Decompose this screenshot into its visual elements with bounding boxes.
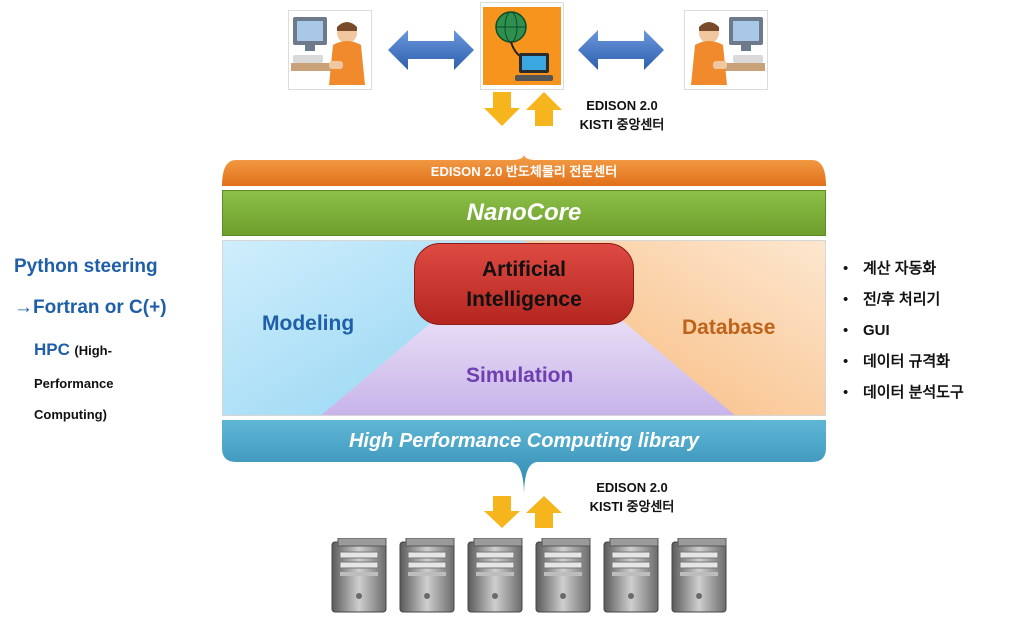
feature-label: 데이터 분석도구 <box>863 384 964 401</box>
server-tower-icon <box>467 537 523 613</box>
hpc-detail-2: Performance <box>34 376 114 391</box>
up-arrow-icon <box>526 496 562 528</box>
top-caption-line1: EDISON 2.0 <box>586 98 658 113</box>
ai-pill: Artificial Intelligence <box>414 243 634 325</box>
double-arrow-left-icon <box>388 30 474 70</box>
nanocore-label: NanoCore <box>466 199 582 226</box>
feature-list: •계산 자동화 •전/후 처리기 •GUI •데이터 규격화 •데이터 분석도구 <box>843 258 964 413</box>
hpc-label: HPC <box>34 340 70 359</box>
server-tower-icon <box>331 537 387 613</box>
server-tower-icon <box>535 537 591 613</box>
list-item: •데이터 규격화 <box>843 353 950 370</box>
user-left-icon <box>288 10 372 90</box>
hpc-label-block: HPC (High- <box>34 340 184 360</box>
down-arrow-icon <box>484 496 520 528</box>
feature-label: 전/후 처리기 <box>863 291 941 308</box>
server-tower-icon <box>399 537 455 613</box>
hpc-detail-1: (High- <box>74 343 112 358</box>
up-arrow-icon <box>526 92 562 126</box>
top-caption: EDISON 2.0 KISTI 중앙센터 <box>566 96 678 134</box>
ai-label-line1: Artificial <box>481 258 567 281</box>
hpc-detail-3: Computing) <box>34 407 107 422</box>
list-item: •GUI <box>843 322 890 339</box>
nanocore-banner: NanoCore <box>222 190 826 236</box>
bottom-caption: EDISON 2.0 KISTI 중앙센터 <box>576 478 688 516</box>
list-item: •전/후 처리기 <box>843 291 941 308</box>
simulation-label: Simulation <box>466 364 574 387</box>
feature-label: 계산 자동화 <box>863 260 937 277</box>
bottom-caption-line2: KISTI 중앙센터 <box>589 499 675 514</box>
orange-banner-label: EDISON 2.0 반도체물리 전문센터 <box>430 164 618 179</box>
modeling-label: Modeling <box>262 312 355 335</box>
list-item: •데이터 분석도구 <box>843 384 964 401</box>
server-tower-icon <box>671 537 727 613</box>
hpc-library-label: High Performance Computing library <box>348 430 700 452</box>
hpc-library-banner-shape <box>222 420 826 496</box>
list-item: •계산 자동화 <box>843 260 937 277</box>
bottom-caption-line1: EDISON 2.0 <box>596 480 668 495</box>
ai-label-line2: Intelligence <box>466 288 582 311</box>
fortran-label: →Fortran or C(+) <box>14 297 167 318</box>
python-steering-label: Python steering <box>14 256 158 277</box>
globe-network-computer-icon <box>480 2 564 90</box>
user-right-icon <box>684 10 768 90</box>
server-tower-icon <box>603 537 659 613</box>
feature-label: 데이터 규격화 <box>863 353 950 370</box>
top-caption-line2: KISTI 중앙센터 <box>579 117 665 132</box>
database-label: Database <box>682 316 776 339</box>
orange-banner-shape <box>222 154 826 186</box>
double-arrow-right-icon <box>578 30 664 70</box>
feature-label: GUI <box>863 322 890 339</box>
down-arrow-icon <box>484 92 520 126</box>
server-row <box>330 537 744 614</box>
